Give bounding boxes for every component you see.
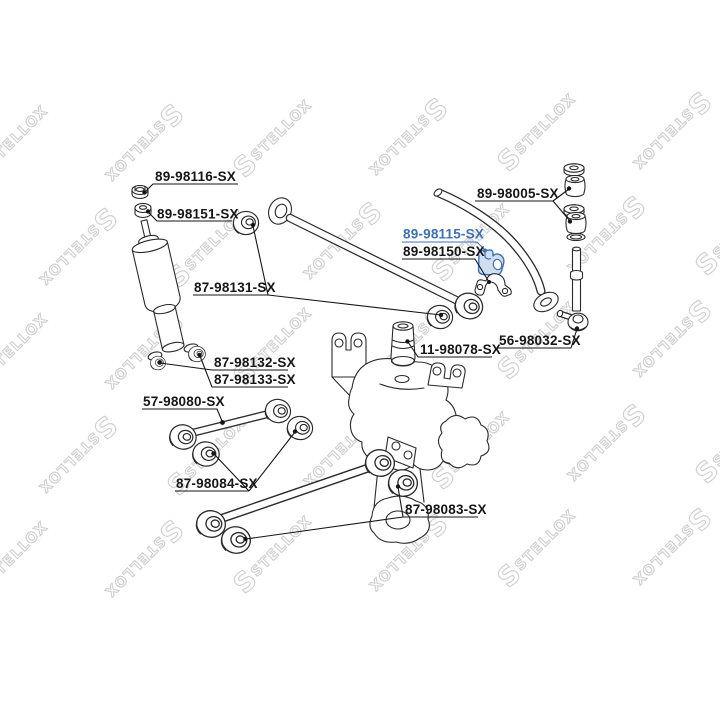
- label-57-98080-sx: 57-98080-SX: [143, 394, 225, 409]
- stabilizer-bracket: [474, 273, 512, 297]
- leader-89-98115: [402, 241, 486, 251]
- knuckle-assembly: [331, 332, 490, 544]
- leader-87-98084: [175, 431, 296, 492]
- stabilizer-bushing-highlighted: [477, 249, 505, 276]
- label-11-98078-sx: 11-98078-SX: [420, 342, 501, 357]
- label-87-98133-sx: 87-98133-SX: [214, 372, 296, 387]
- leader-57-98080: [142, 408, 223, 422]
- leader-87-98132: [159, 362, 288, 371]
- label-87-98084-sx: 87-98084-SX: [176, 476, 258, 491]
- label-56-98032-sx: 56-98032-SX: [499, 333, 581, 348]
- bump-stop: [390, 321, 416, 367]
- leader-11-98078: [407, 341, 492, 358]
- middle-arm: [166, 396, 294, 453]
- label-87-98131-sx: 87-98131-SX: [194, 280, 276, 295]
- upper-lateral-rod: [267, 197, 488, 324]
- part-labels: 89-98116-SX 89-98151-SX 87-98131-SX 89-9…: [143, 169, 581, 517]
- arm-bushing-detached-right: [285, 413, 315, 443]
- leader-89-98151: [147, 211, 232, 222]
- leader-89-98005: [475, 188, 571, 222]
- label-89-98115-sx-highlighted[interactable]: 89-98115-SX: [403, 227, 484, 242]
- arm-bushing-detached-left: [190, 439, 222, 469]
- leader-56-98032: [497, 328, 578, 349]
- shock-lower-bushing: [147, 351, 166, 371]
- shock-lower-bushing-detached: [183, 343, 206, 363]
- label-89-98150-sx: 89-98150-SX: [403, 244, 485, 259]
- upper-rod-bushing-detached-right: [425, 302, 455, 332]
- leader-87-98133: [199, 355, 288, 388]
- stabilizer-link: [556, 163, 589, 332]
- label-89-98116-sx: 89-98116-SX: [155, 169, 236, 184]
- leader-lines: [142, 183, 580, 542]
- leader-89-98150: [402, 258, 490, 283]
- stabilizer-bar: [433, 188, 559, 313]
- shock-absorber: [131, 219, 185, 353]
- label-89-98151-sx: 89-98151-SX: [157, 207, 239, 222]
- leader-87-98083: [245, 486, 478, 540]
- label-87-98132-sx: 87-98132-SX: [214, 355, 296, 370]
- label-87-98083-sx: 87-98083-SX: [405, 502, 487, 517]
- label-89-98005-sx: 89-98005-SX: [477, 186, 559, 201]
- lower-arm: [193, 446, 398, 541]
- leader-87-98131: [193, 225, 442, 316]
- leader-89-98116: [144, 183, 238, 193]
- link-o-ring: [566, 232, 586, 242]
